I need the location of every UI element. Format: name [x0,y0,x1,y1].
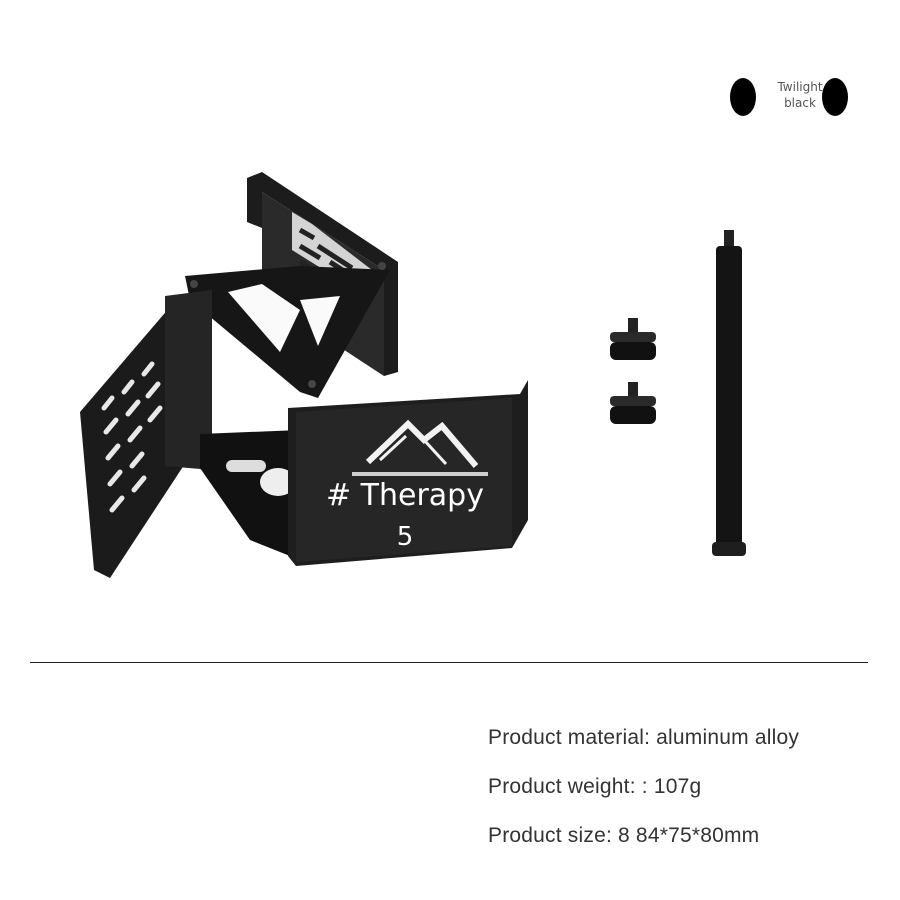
spec-list: Product material: aluminum alloy Product… [488,726,799,873]
color-swatch-label: Twilight black [777,80,823,110]
spec-size: Product size: 8 84*75*80mm [488,824,760,847]
watermark-title: # Therapy [326,478,484,513]
knob-bottom [610,382,656,424]
swatch-dot-icon [730,78,756,116]
color-swatch[interactable]: Twilight black [728,74,852,120]
swatch-dot-icon [822,78,848,116]
product-photo: # Therapy 5 [80,172,746,578]
top-frame [185,262,390,398]
spec-weight: Product weight: : 107g [488,775,702,798]
watermark-number: 5 [397,522,414,552]
rod [712,230,746,556]
knob-top [610,318,656,360]
divider [30,662,868,663]
left-panel [80,290,212,578]
spec-material: Product material: aluminum alloy [488,726,800,749]
base-frame [200,430,300,560]
front-panel: # Therapy 5 [288,380,528,566]
